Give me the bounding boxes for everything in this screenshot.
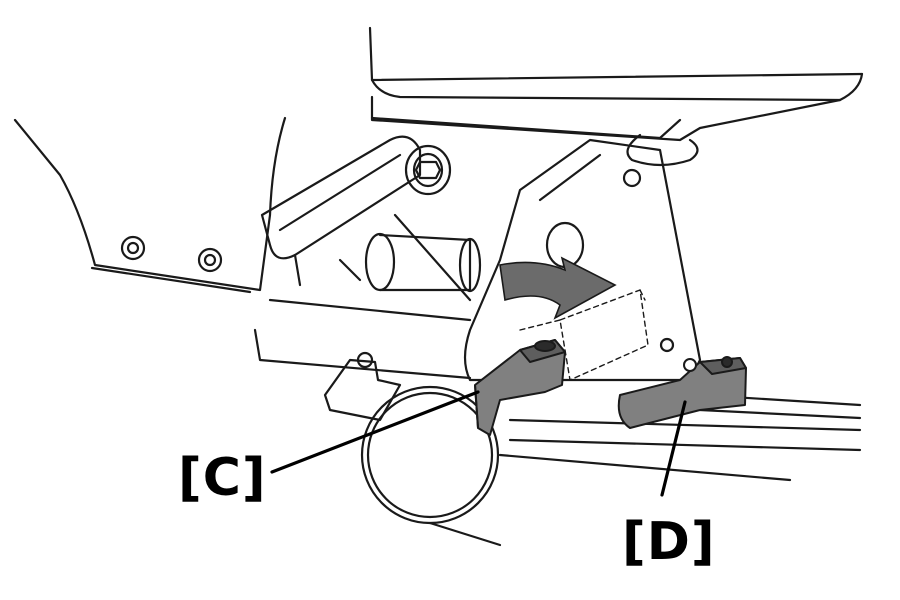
panel-screw-icon <box>120 235 146 261</box>
lever-c <box>474 339 566 436</box>
leader-line-c <box>270 390 480 474</box>
central-shaft <box>338 213 482 302</box>
left-panel <box>13 116 287 294</box>
round-disc <box>360 385 502 547</box>
leader-line-d <box>660 400 687 497</box>
panel-screw-icon <box>197 247 223 273</box>
callout-label-d: [D] <box>622 512 716 572</box>
base-rails <box>253 298 862 482</box>
leader-lines <box>270 390 687 497</box>
main-plate <box>463 138 702 382</box>
lower-bracket <box>323 351 402 422</box>
callout-label-c: [C] <box>178 448 267 508</box>
upper-tray <box>368 26 864 167</box>
lever-d <box>617 356 747 429</box>
socket-head-screw-icon <box>404 144 452 196</box>
curved-arrow-icon <box>499 256 617 320</box>
diagonal-arm <box>260 135 422 287</box>
dashed-slot-outline <box>519 289 649 381</box>
